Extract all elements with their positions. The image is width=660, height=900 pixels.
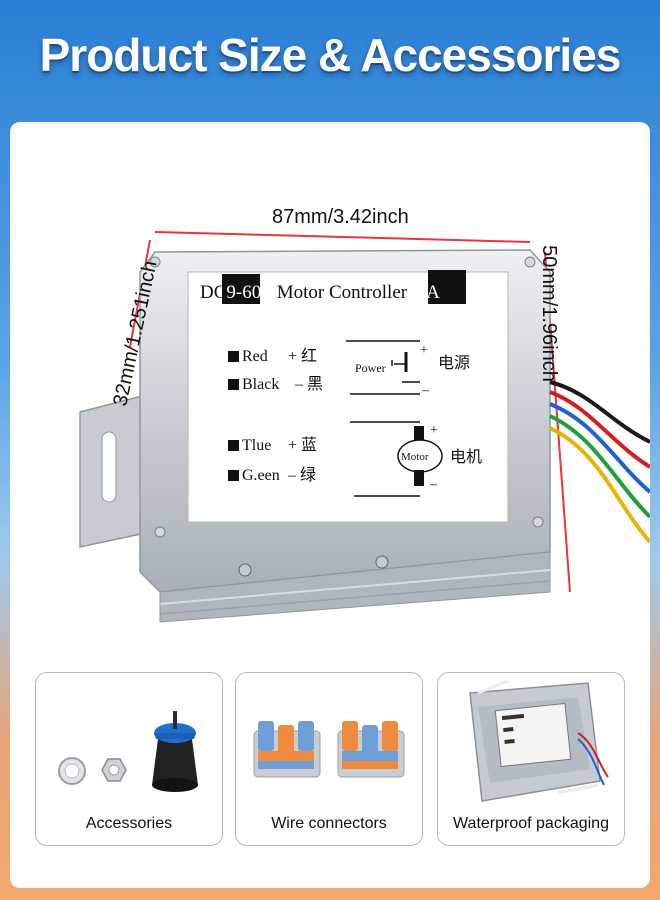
controller-illustration: DC9-60v Motor Controller20A Red + 红 Black… (79, 231, 652, 623)
wire-connectors-caption: Wire connectors (271, 815, 387, 832)
accessories-row: Accessories (32, 672, 632, 852)
wire-connectors-image (253, 721, 405, 778)
knob-washer-nut-image (58, 711, 198, 792)
length-dimension: 87mm/3.42inch (272, 206, 409, 228)
page-title: Product Size & Accessories (39, 29, 622, 81)
label-green-sign: – 绿 (287, 466, 316, 484)
label-power-cn: 电源 (438, 353, 470, 372)
label-current: 20A (407, 282, 440, 303)
waterproof-packaging-caption: Waterproof packaging (453, 815, 609, 832)
label-heading: Motor Controller (277, 282, 408, 303)
svg-text:–: – (421, 383, 430, 398)
label-power: Power (355, 361, 386, 375)
label-red: Red (242, 348, 268, 365)
label-blue-sign: + 蓝 (288, 436, 317, 454)
packaging-image (469, 679, 609, 802)
height-dimension: 50mm/1.96inch (537, 245, 560, 382)
accessories-card: Accessories (35, 672, 223, 846)
svg-text:+: + (430, 423, 438, 438)
label-motor-cn: 电机 (450, 447, 482, 466)
label-dc: DC (200, 282, 226, 303)
label-red-sign: + 红 (288, 347, 317, 365)
wire-connectors-card: Wire connectors (235, 672, 423, 846)
label-voltage: 9-60v (226, 282, 271, 303)
product-card: DC9-60v Motor Controller20A Red + 红 Black… (10, 122, 652, 888)
waterproof-packaging-card: Waterproof packaging (437, 672, 625, 846)
label-motor: Motor (401, 451, 429, 463)
svg-text:–: – (429, 477, 438, 492)
product-image: DC9-60v Motor Controller20A Red + 红 Black… (10, 122, 652, 652)
label-black-sign: – 黑 (294, 376, 323, 393)
accessories-caption: Accessories (85, 815, 173, 832)
label-blue: Tlue (242, 437, 271, 454)
label-green: G.een (242, 467, 280, 484)
length-line (154, 231, 531, 243)
label-black: Black (242, 376, 279, 393)
svg-text:+: + (420, 343, 428, 358)
